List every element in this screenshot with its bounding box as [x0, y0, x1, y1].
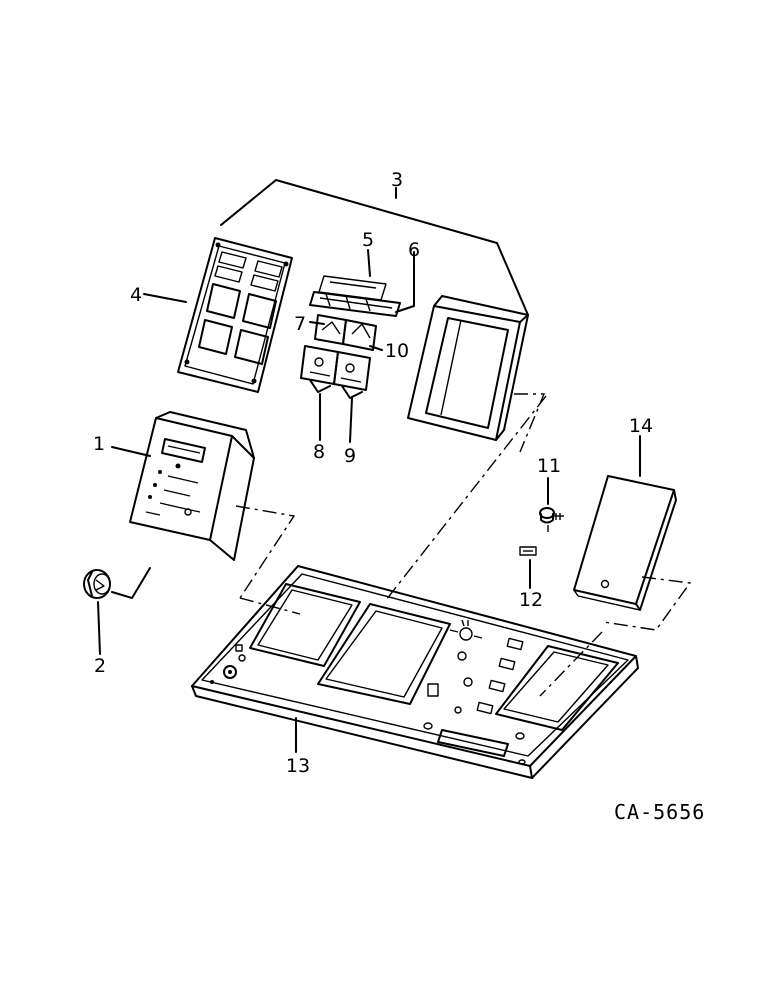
switch-panel-cover: [177, 237, 293, 393]
gauge-housing: [407, 295, 529, 441]
instrument-module: [129, 411, 255, 561]
callout-3: 3: [391, 169, 403, 191]
guide-line-module: [239, 597, 301, 615]
callout-8: 8: [313, 441, 325, 463]
clip: [519, 546, 537, 556]
instrument-module-guide: [235, 505, 296, 599]
callout-14: 14: [629, 415, 653, 437]
knob-leader: [111, 567, 151, 599]
callout-4: 4: [130, 284, 142, 306]
callout-10: 10: [385, 340, 409, 362]
screw: [539, 507, 564, 524]
gauge-housing-guide: [514, 393, 546, 453]
callout-1: 1: [93, 433, 105, 455]
callout-11: 11: [537, 455, 561, 477]
figure-code: CA-5656: [614, 800, 705, 824]
dash-panel: [191, 565, 639, 779]
guide-line-housing: [385, 395, 547, 601]
callout-6: 6: [408, 239, 420, 261]
cover-plate-guide: [603, 576, 692, 631]
knob: [83, 569, 111, 599]
callout-7: 7: [294, 313, 306, 335]
callout-9: 9: [344, 445, 356, 467]
callout-2: 2: [94, 655, 106, 677]
rocker-switches: [300, 314, 377, 399]
callout-labels: 3 4 5 6 7 10 8 9 1 2 11 12 14 13: [93, 169, 653, 777]
leader-lines: [97, 249, 641, 753]
cover-plate: [573, 475, 677, 611]
callout-12: 12: [519, 589, 543, 611]
bracket-assembly-3: [220, 179, 529, 316]
callout-5: 5: [362, 229, 374, 251]
guide-line-cover: [539, 631, 603, 697]
switch-bar: [309, 275, 401, 317]
callout-13: 13: [286, 755, 310, 777]
